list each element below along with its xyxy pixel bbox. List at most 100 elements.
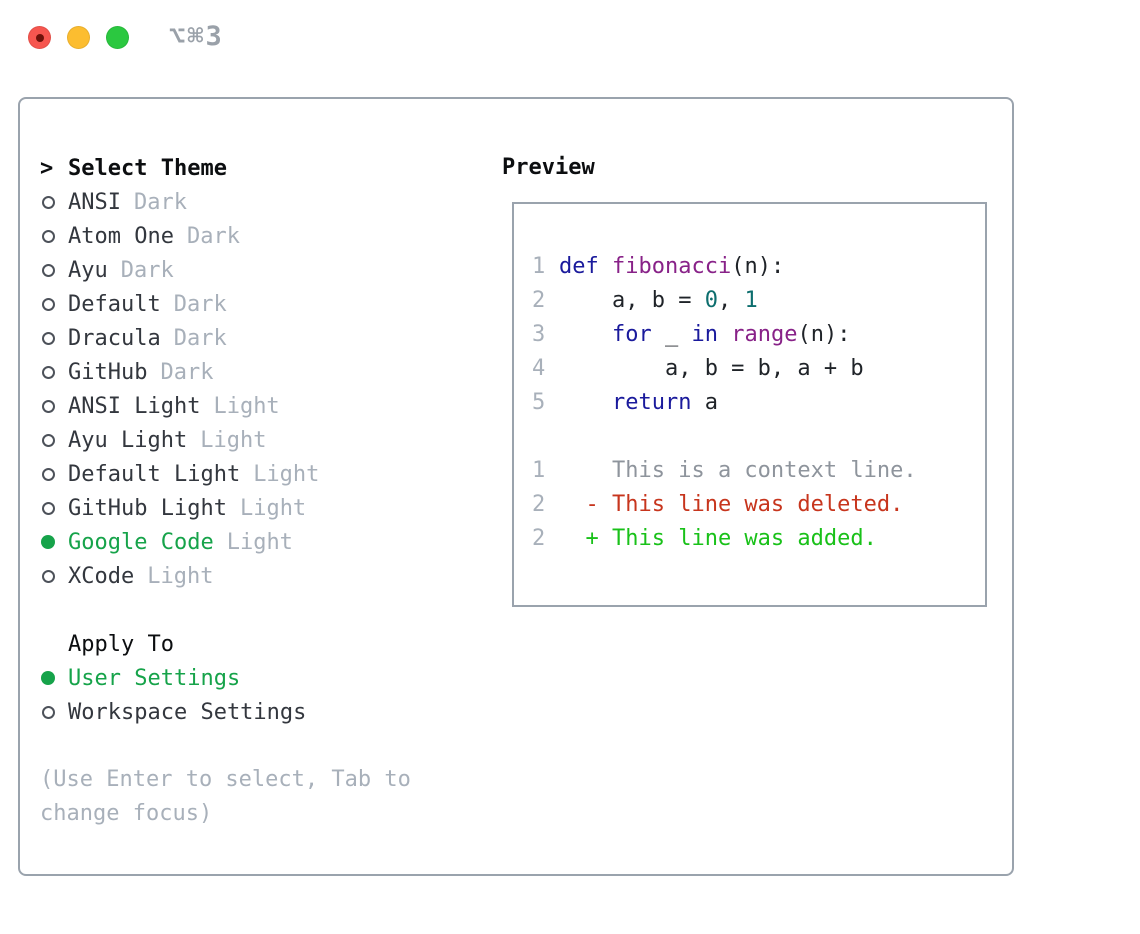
code-line: 1 def fibonacci(n): <box>532 250 985 284</box>
option-label: Ayu Light <box>68 427 188 453</box>
option-label: Workspace Settings <box>68 699 307 725</box>
preview-heading: Preview <box>502 155 595 180</box>
option-marker <box>40 365 68 379</box>
code-text: a, b = b, a + b <box>559 356 864 381</box>
option-variant: Dark <box>173 291 227 317</box>
line-number: 1 <box>532 254 546 279</box>
code-line: 2 - This line was deleted. <box>532 488 985 522</box>
option-label: GitHub <box>68 359 148 385</box>
option-label: User Settings <box>68 665 241 691</box>
option-label: GitHub Light <box>68 495 227 521</box>
option-label: Dracula <box>68 325 161 351</box>
apply-to-header: Apply To <box>40 627 500 661</box>
theme-list-item[interactable]: ANSI Light Light <box>40 389 500 423</box>
code-text: + This line was added. <box>559 526 877 551</box>
radio-icon <box>42 195 55 209</box>
line-number: 2 <box>532 526 546 551</box>
option-variant: Dark <box>133 189 187 215</box>
apply-to-list: User Settings Workspace Settings <box>40 661 500 729</box>
zoom-button[interactable] <box>106 26 129 49</box>
option-label: Ayu <box>68 257 108 283</box>
option-variant: Light <box>200 427 267 453</box>
radio-selected-icon <box>41 535 55 549</box>
radio-icon <box>42 433 55 447</box>
theme-list-item[interactable]: Dracula Dark <box>40 321 500 355</box>
theme-list-item[interactable]: Default Light Light <box>40 457 500 491</box>
theme-picker-panel: > Select Theme ANSI Dark Atom One Dark A… <box>18 97 1014 876</box>
radio-icon <box>42 365 55 379</box>
radio-icon <box>42 705 55 719</box>
option-variant: Light <box>253 461 320 487</box>
theme-list-item[interactable]: Default Dark <box>40 287 500 321</box>
radio-icon <box>42 229 55 243</box>
option-marker <box>40 331 68 345</box>
theme-list-item[interactable]: GitHub Light Light <box>40 491 500 525</box>
theme-list-item[interactable]: Ayu Light Light <box>40 423 500 457</box>
code-line: 1 This is a context line. <box>532 454 985 488</box>
title-bar: ⌥⌘3 <box>0 0 1140 74</box>
code-text: def fibonacci(n): <box>559 254 785 279</box>
window-title: ⌥⌘3 <box>169 21 224 52</box>
keyboard-hint: (Use Enter to select, Tab to change focu… <box>40 767 425 826</box>
code-text: return a <box>611 390 718 415</box>
option-variant: Dark <box>120 257 174 283</box>
theme-list-item[interactable]: GitHub Dark <box>40 355 500 389</box>
option-marker <box>40 229 68 243</box>
minimize-button[interactable] <box>67 26 90 49</box>
option-marker <box>40 535 68 549</box>
line-number: 2 <box>532 288 546 313</box>
option-label: XCode <box>68 563 135 589</box>
radio-icon <box>42 331 55 345</box>
line-number: 5 <box>532 390 546 415</box>
radio-icon <box>42 467 55 481</box>
option-label: Google Code <box>68 529 214 555</box>
code-line: 2 + This line was added. <box>532 522 985 556</box>
line-number: 2 <box>532 492 546 517</box>
option-variant: Dark <box>186 223 240 249</box>
option-variant: Light <box>239 495 307 521</box>
apply-to-heading: Apply To <box>68 631 174 657</box>
selection-prompt-icon: > <box>40 155 54 181</box>
line-number: 4 <box>532 356 546 381</box>
radio-icon <box>42 399 55 413</box>
option-marker <box>40 569 68 583</box>
option-marker <box>40 297 68 311</box>
theme-list-item[interactable]: XCode Light <box>40 559 500 593</box>
option-label: ANSI <box>68 189 121 215</box>
code-line: 2 a, b = 0, 1 <box>532 284 985 318</box>
option-marker <box>40 195 68 209</box>
close-button[interactable] <box>28 26 51 49</box>
theme-list-item[interactable]: Ayu Dark <box>40 253 500 287</box>
unsaved-changes-dot-icon <box>36 34 44 42</box>
code-line: 3 for _ in range(n): <box>532 318 985 352</box>
radio-selected-icon <box>41 671 55 685</box>
option-marker <box>40 501 68 515</box>
apply-to-option[interactable]: User Settings <box>40 661 500 695</box>
option-variant: Dark <box>173 325 227 351</box>
apply-to-option[interactable]: Workspace Settings <box>40 695 500 729</box>
spacer <box>40 593 500 627</box>
option-variant: Light <box>213 393 280 419</box>
radio-icon <box>42 263 55 277</box>
theme-list-item[interactable]: Atom One Dark <box>40 219 500 253</box>
theme-picker-left-column: > Select Theme ANSI Dark Atom One Dark A… <box>40 151 500 831</box>
line-number: 1 <box>532 458 546 483</box>
code-text: This is a context line. <box>559 458 917 483</box>
option-marker <box>40 263 68 277</box>
code-blank-line <box>532 420 985 454</box>
option-marker <box>40 399 68 413</box>
radio-icon <box>42 569 55 583</box>
code-line: 5 return a <box>532 386 985 420</box>
code-line: 4 a, b = b, a + b <box>532 352 985 386</box>
select-theme-heading: Select Theme <box>68 155 227 181</box>
line-number <box>532 420 559 454</box>
option-label: Default <box>68 291 161 317</box>
theme-list-item[interactable]: Google Code Light <box>40 525 500 559</box>
theme-list-item[interactable]: ANSI Dark <box>40 185 500 219</box>
select-theme-header: > Select Theme <box>40 151 500 185</box>
option-marker <box>40 705 68 719</box>
option-label: ANSI Light <box>68 393 201 419</box>
radio-icon <box>42 297 55 311</box>
